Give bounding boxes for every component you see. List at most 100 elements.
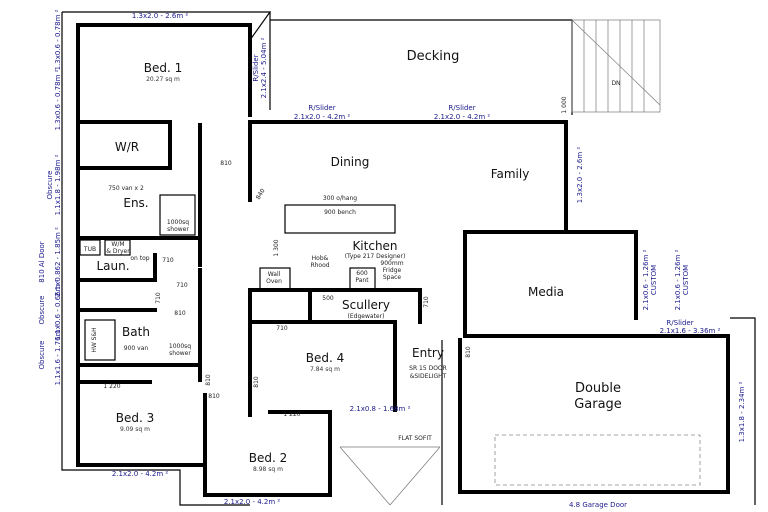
kitchen-note: (Type 217 Designer): [345, 253, 406, 260]
dim-rs2: R/Slider: [448, 104, 475, 112]
decking-label: Decking: [407, 49, 460, 64]
note-bench2: 900 bench: [324, 209, 356, 216]
note-fridge3: Space: [383, 274, 402, 281]
roof-outline: [61, 11, 756, 506]
bed1-area: 20.27 sq m: [146, 76, 180, 83]
bed2-label: Bed. 2: [249, 451, 288, 465]
scullery-note: (Edgewater): [348, 313, 385, 320]
note-d810-d: 810: [208, 393, 220, 400]
bed3-area: 9.09 sq m: [120, 426, 150, 433]
note-shower2: 1000sq: [169, 343, 191, 350]
note-tub: TUB: [83, 246, 96, 253]
garage-label-line2: Garage: [574, 397, 622, 412]
note-d810-f: 810: [465, 346, 472, 358]
note-d810-b: 810: [174, 310, 186, 317]
note-d500: 500: [322, 295, 334, 302]
dim-bed3-bottom: 2.1x2.0 - 4.2m ²: [112, 470, 169, 478]
dim-bed4-window: 2.1x0.8 - 1.68m ²: [350, 405, 411, 413]
note-pant2: Pant: [355, 277, 369, 284]
family-label: Family: [491, 167, 530, 181]
dining-label: Dining: [331, 155, 370, 169]
dim-rslider-v: R/Slider: [252, 54, 260, 81]
note-d710-b: 710: [176, 282, 188, 289]
dim-rs1-size: 2.1x2.0 - 4.2m ²: [294, 113, 351, 121]
dim-media1-note: CUSTOM: [650, 265, 658, 295]
bed4-label: Bed. 4: [306, 351, 345, 365]
note-d810-e: 810: [253, 376, 260, 388]
dim-garage-door: 4.8 Garage Door: [569, 501, 627, 509]
dim-rslider-v-size: 2.1x2.4 - 5.04m ²: [260, 37, 268, 98]
dim-obscure1: Obscure: [46, 171, 54, 200]
note-d1000: 1 000: [561, 96, 568, 113]
bed4-area: 7.84 sq m: [310, 366, 340, 373]
dim-rs2-size: 2.1x2.0 - 4.2m ²: [434, 113, 491, 121]
kitchen-label: Kitchen: [352, 239, 397, 253]
note-dryer: & Dryer: [106, 248, 130, 255]
note-wm: W/M: [111, 241, 124, 248]
note-van900: 900 van: [124, 345, 149, 352]
dim-obscure3: Obscure: [38, 341, 46, 370]
note-d840: 840: [255, 187, 267, 201]
note-d1220-b: 1 220: [283, 411, 300, 418]
bath-label: Bath: [122, 325, 150, 339]
note-pant: 600: [356, 270, 368, 277]
dim-left2: 1.3x0.6 - 0.78m ²: [54, 69, 62, 130]
note-fridge2: Fridge: [383, 267, 402, 274]
note-door-entry2: &SIDELIGHT: [410, 373, 447, 380]
dim-garage-right: 1.3x1.8 - 2.34m ²: [738, 381, 746, 442]
note-d1300: 1 300: [273, 239, 280, 256]
bed2-area: 8.98 sq m: [253, 466, 283, 473]
wr-label: W/R: [115, 140, 139, 154]
dim-left1: 1.3x0.6 - 0.78m ²: [54, 9, 62, 70]
dim-family-right: 1.3x2.0 - 2.6m ²: [576, 147, 584, 204]
dim-media2: 2.1x0.6 - 1.26m ²: [674, 249, 682, 310]
dim-top: 1.3x2.0 - 2.6m ²: [132, 12, 189, 20]
media-label: Media: [528, 285, 564, 299]
note-d710-e: 710: [423, 296, 430, 308]
note-d710-a: 710: [162, 257, 174, 264]
note-van2: 750 van x 2: [108, 185, 144, 192]
dim-media1: 2.1x0.6 - 1.26m ²: [642, 249, 650, 310]
note-shower1: 1000sq: [167, 219, 189, 226]
dim-al-door: 810 Al Door: [38, 241, 46, 283]
note-door-entry: SR 15 DOOR: [409, 365, 447, 372]
dim-media2-note: CUSTOM: [682, 265, 690, 295]
note-d810-a: 810: [220, 160, 232, 167]
dim-bed2-bottom: 2.1x2.0 - 4.2m ²: [224, 498, 281, 506]
dim-bath-left: 1.1x1.6 - 1.76m ²: [54, 324, 62, 385]
dim-obscure2: Obscure: [38, 296, 46, 325]
bed1-label: Bed. 1: [144, 61, 183, 75]
note-bench: 300 o/hang: [323, 195, 357, 202]
note-linen: HW S&H: [91, 327, 98, 352]
note-oven: Wall: [268, 271, 281, 278]
ens-label: Ens.: [123, 196, 148, 210]
note-dryer2: on top: [130, 255, 149, 262]
decking-area: [270, 19, 661, 115]
note-hob2: Rhood: [310, 262, 329, 269]
bed3-label: Bed. 3: [116, 411, 155, 425]
dim-garage-slider-size: 2.1x1.6 - 3.36m ²: [660, 327, 721, 335]
dim-rs1: R/Slider: [308, 104, 335, 112]
note-d1220-a: 1 220: [103, 383, 120, 390]
scullery-label: Scullery: [342, 298, 390, 312]
note-oven2: Oven: [266, 278, 282, 285]
note-d810-c: 810: [205, 374, 212, 386]
dim-lw: 1.1x0.6 - 0.66m ²: [54, 279, 62, 340]
dim-al-size: 2.1x0.862 - 1.85m ²: [54, 227, 62, 297]
note-fridge: 900mm: [380, 260, 403, 267]
note-flat-sofit: FLAT SOFIT: [398, 435, 432, 442]
entry-label: Entry: [412, 346, 444, 360]
note-d710-d: 710: [276, 325, 288, 332]
note-d710-c: 710: [155, 292, 162, 304]
walls: [76, 23, 730, 497]
garage-label-line1: Double: [575, 381, 621, 396]
dim-garage-slider: R/Slider: [666, 319, 693, 327]
laun-label: Laun.: [96, 259, 129, 273]
dim-ens-left: 1.1x1.8 - 1.98m ²: [54, 154, 62, 215]
note-shower1b: shower: [167, 226, 189, 233]
fixtures: [79, 194, 701, 506]
note-dn: DN: [611, 80, 620, 87]
note-hob: Hob&: [312, 255, 329, 262]
note-shower2b: shower: [169, 350, 191, 357]
